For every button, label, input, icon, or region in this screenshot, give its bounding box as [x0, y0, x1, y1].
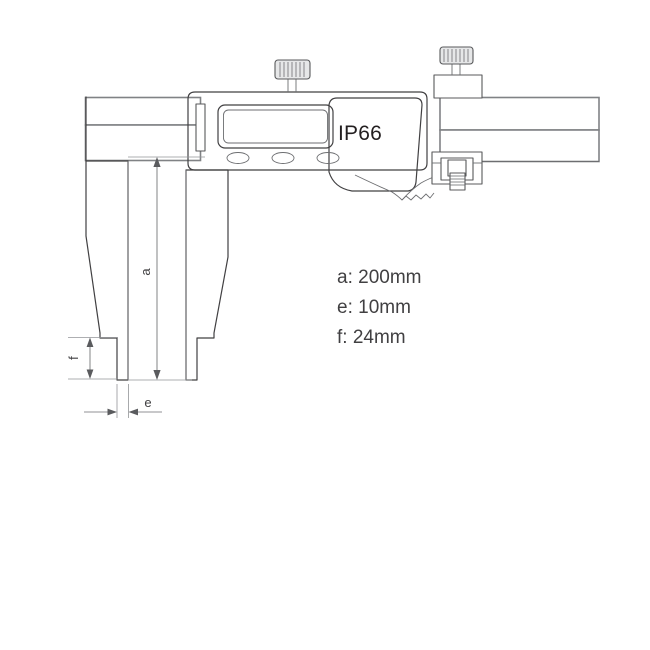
clamp-knurled-screw[interactable] [449, 172, 466, 191]
beam-band-lower-left [84, 124, 202, 162]
movable-jaw [185, 169, 229, 381]
dimension-f-arrow-top [86, 337, 94, 347]
dimension-a-label: a [138, 268, 153, 276]
thumb-roller[interactable] [274, 59, 311, 92]
display-buttons[interactable] [226, 152, 340, 164]
spec-row-a: a: 200mm [337, 267, 422, 288]
fine-adjustment-clamp[interactable] [431, 151, 483, 191]
button-left[interactable] [226, 152, 250, 164]
depth-lock-knob[interactable] [433, 46, 483, 99]
thumb-roller-knurl-lines [279, 62, 305, 77]
spec-row-f: f: 24mm [337, 327, 406, 348]
slider-housing [187, 91, 435, 201]
specification-list: a: 200mm e: 10mm f: 24mm [337, 263, 537, 353]
dimension-e: e [84, 384, 162, 418]
housing-break-line [354, 174, 435, 201]
spec-row-e: e: 10mm [337, 297, 411, 318]
fixed-jaw-body [85, 96, 129, 381]
dimension-e-arrow-right [128, 408, 138, 416]
measuring-beam [84, 96, 600, 163]
housing-outline [187, 91, 428, 171]
ip-rating-panel [328, 97, 423, 192]
dimension-a-arrow-bottom [153, 370, 161, 380]
beam-band-upper-right [439, 96, 600, 131]
lcd-screen [223, 109, 328, 144]
fixed-jaw [85, 96, 129, 381]
ip-rating-label: IP66 [338, 122, 382, 145]
dimension-a: a [128, 156, 205, 381]
depth-lock-block [433, 74, 483, 99]
beam-shoulder-notch [195, 103, 206, 152]
dimension-f-arrow-bottom [86, 369, 94, 379]
lcd-bezel [217, 104, 334, 149]
beam-band-upper-left [84, 96, 202, 126]
dimension-e-arrow-left [107, 408, 117, 416]
dimension-a-arrow-top [153, 157, 161, 167]
dimension-e-label: e [144, 395, 151, 410]
clamp-screw-knurl-lines [450, 175, 465, 186]
button-center[interactable] [271, 152, 295, 164]
dimension-f: f [66, 337, 118, 380]
depth-lock-knurl-lines [443, 49, 469, 62]
movable-jaw-body [185, 169, 229, 381]
dimension-f-label: f [66, 356, 81, 360]
housing-break-line-lower [401, 176, 435, 201]
lcd-display[interactable] [217, 104, 334, 149]
button-right[interactable] [316, 152, 340, 164]
